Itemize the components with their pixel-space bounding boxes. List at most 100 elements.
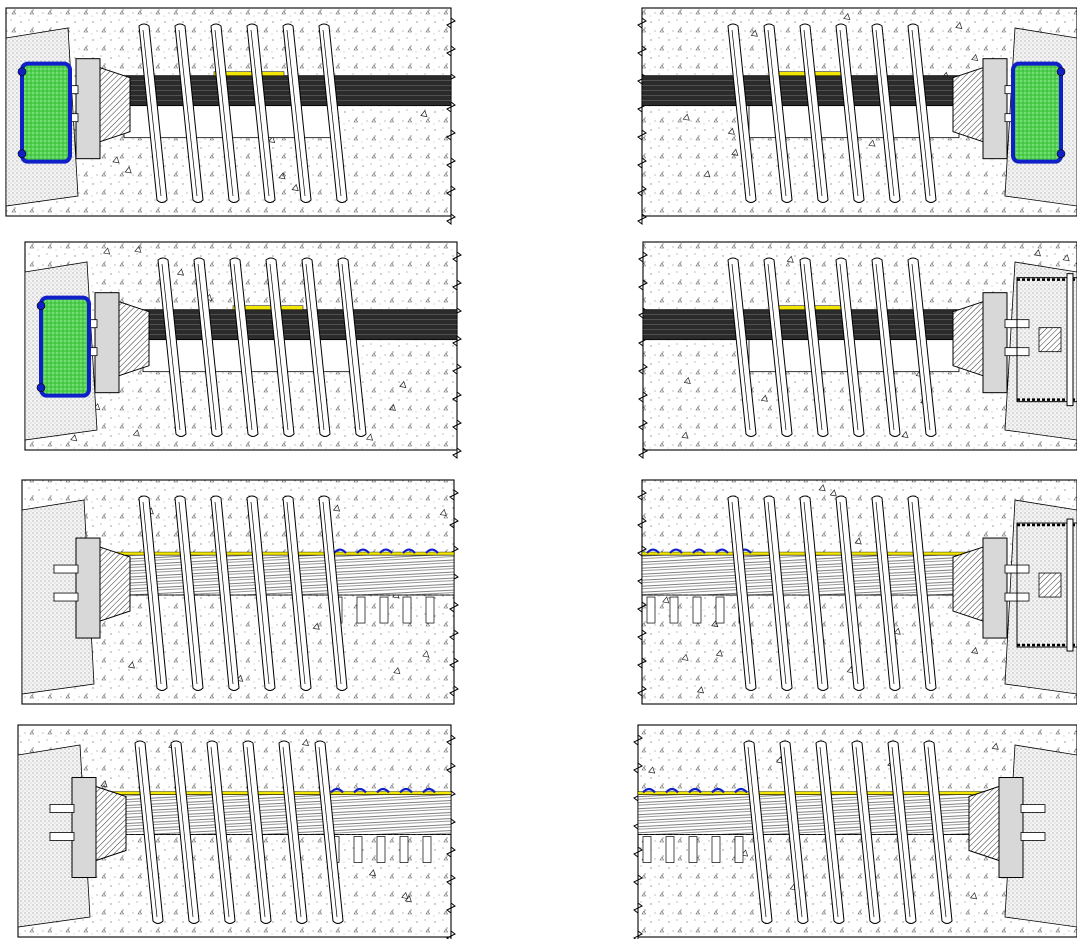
corrugated-duct-rib	[422, 787, 436, 794]
spiral-inner-edge	[911, 263, 931, 431]
spiral-reinforcement-coil	[835, 257, 865, 437]
break-line	[452, 242, 462, 459]
anchor-bearing-plate	[94, 292, 120, 394]
spiral-reinforcement-coil	[851, 740, 881, 924]
spiral-inner-edge	[286, 501, 306, 685]
anchor-bearing-plate	[75, 58, 101, 160]
anchorage-open-live-end-bottom	[633, 724, 1077, 939]
spiral-reinforcement-coil	[835, 23, 865, 203]
anchor-bearing-plate	[998, 777, 1024, 879]
duct-corrugation	[422, 836, 432, 863]
aggregate-mark	[393, 666, 401, 675]
spiral-reinforcement-coil	[727, 23, 757, 203]
spiral-reinforcement-coil	[282, 23, 312, 203]
spiral-reinforcement-coil	[779, 740, 809, 924]
corrugated-duct-rib	[353, 787, 367, 794]
aggregate-mark	[132, 429, 140, 437]
aggregate-mark	[681, 431, 689, 439]
aggregate-mark	[648, 766, 656, 774]
strand-wedge	[1020, 832, 1046, 841]
anchor-head	[99, 66, 131, 143]
spiral-reinforcement-coil	[314, 740, 344, 924]
spiral-reinforcement-coil	[174, 23, 204, 203]
duct-corrugation	[646, 596, 656, 624]
strand-wedge	[1020, 804, 1046, 813]
corrugated-duct-rib	[688, 787, 702, 794]
aggregate-mark	[662, 596, 670, 604]
spiral-inner-edge	[875, 29, 895, 197]
spiral-reinforcement-coil	[835, 495, 865, 691]
sealing-sleeve	[103, 551, 455, 556]
aggregate-mark	[843, 12, 851, 20]
spiral-inner-edge	[233, 263, 253, 431]
corrugated-duct-rib	[330, 787, 344, 794]
spiral-reinforcement-coil	[887, 740, 917, 924]
spiral-inner-edge	[286, 29, 306, 197]
aggregate-mark	[278, 172, 286, 180]
duct-corrugation	[402, 596, 412, 624]
spiral-inner-edge	[783, 746, 803, 918]
corrugated-duct-rib	[646, 548, 660, 554]
corrugated-duct-rib	[692, 548, 706, 554]
corrugated-duct-rib	[669, 548, 683, 554]
break-line	[638, 242, 648, 459]
grease-filled-cap	[39, 295, 91, 398]
anchor-bearing-plate	[982, 292, 1008, 394]
spiral-inner-edge	[875, 263, 895, 431]
anchor-head	[99, 546, 131, 622]
sealing-sleeve	[99, 791, 452, 795]
sealing-sleeve	[213, 71, 285, 76]
spiral-reinforcement-coil	[318, 495, 348, 691]
corrugated-duct-rib	[376, 787, 390, 794]
aggregate-mark	[760, 394, 768, 402]
duct-corrugation	[425, 596, 435, 624]
sealing-sleeve	[637, 791, 996, 795]
aggregate-mark	[750, 29, 758, 37]
aggregate-mark	[829, 489, 837, 497]
spiral-reinforcement-coil	[871, 495, 901, 691]
aggregate-mark	[786, 255, 794, 263]
aggregate-mark	[969, 892, 978, 900]
corrugated-duct-rib	[642, 787, 656, 794]
spiral-inner-edge	[767, 501, 787, 685]
strand-wedge	[49, 832, 75, 841]
spiral-reinforcement-coil	[138, 23, 168, 203]
spiral-inner-edge	[341, 263, 361, 431]
spiral-inner-edge	[214, 29, 234, 197]
spiral-inner-edge	[767, 263, 787, 431]
aggregate-mark	[991, 742, 999, 750]
spiral-inner-edge	[839, 501, 859, 685]
spiral-inner-edge	[210, 746, 230, 918]
jack-end-plate	[1066, 273, 1074, 407]
aggregate-mark	[422, 650, 430, 658]
aggregate-mark	[703, 170, 711, 178]
aggregate-mark	[236, 674, 244, 682]
aggregate-mark	[124, 166, 132, 174]
duct-corrugation	[379, 596, 389, 624]
spiral-reinforcement-coil	[907, 495, 937, 691]
duct-corrugation	[356, 596, 366, 624]
spiral-reinforcement-coil	[923, 740, 953, 924]
spiral-reinforcement-coil	[134, 740, 164, 924]
aggregate-mark	[731, 148, 739, 156]
spiral-inner-edge	[803, 501, 823, 685]
aggregate-mark	[420, 109, 428, 118]
spiral-inner-edge	[174, 746, 194, 918]
spiral-inner-edge	[911, 501, 931, 685]
spiral-reinforcement-coil	[265, 257, 295, 437]
corrugated-duct-rib	[356, 548, 370, 554]
aggregate-mark	[893, 627, 901, 635]
jack-ram	[1038, 572, 1062, 598]
grease-filled-cap	[1011, 61, 1063, 164]
grease-filled-cap	[20, 61, 72, 164]
anchor-bearing-plate	[982, 537, 1008, 639]
spiral-reinforcement-coil	[174, 495, 204, 691]
anchor-bearing-plate	[982, 58, 1008, 160]
spiral-inner-edge	[282, 746, 302, 918]
anchor-bearing-plate	[71, 777, 97, 879]
spiral-inner-edge	[178, 29, 198, 197]
spiral-reinforcement-coil	[763, 495, 793, 691]
spiral-inner-edge	[318, 746, 338, 918]
cap-bolt-icon	[17, 67, 27, 76]
cap-bolt-icon	[36, 301, 46, 310]
